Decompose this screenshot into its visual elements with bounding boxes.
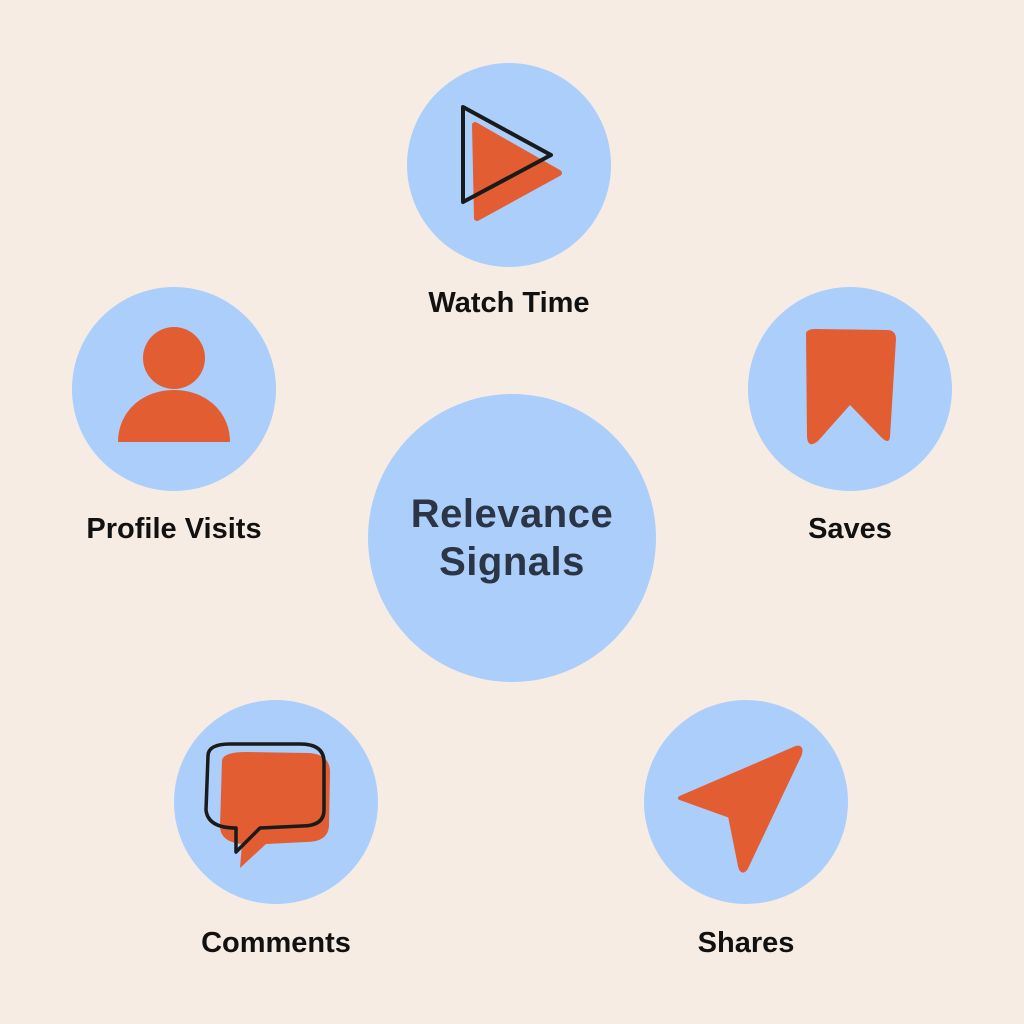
send-arrow-icon xyxy=(678,745,803,873)
watch-time-node xyxy=(407,63,611,267)
center-title-line-1: Relevance xyxy=(410,492,614,536)
profile-visits-node xyxy=(72,287,276,491)
profile-visits-label: Profile Visits xyxy=(86,513,262,545)
comments-node xyxy=(174,700,378,904)
shares-label: Shares xyxy=(697,927,795,959)
play-icon xyxy=(461,105,562,221)
comments-label: Comments xyxy=(201,927,351,959)
saves-label: Saves xyxy=(808,513,892,545)
center-title-line-2: Signals xyxy=(439,540,585,584)
center-hub: Relevance Signals xyxy=(368,394,656,682)
watch-time-label: Watch Time xyxy=(428,287,590,319)
shares-node xyxy=(644,700,848,904)
user-icon xyxy=(118,327,230,442)
speech-bubble-icon xyxy=(204,742,330,868)
saves-node xyxy=(748,287,952,491)
bookmark-icon xyxy=(806,329,896,445)
